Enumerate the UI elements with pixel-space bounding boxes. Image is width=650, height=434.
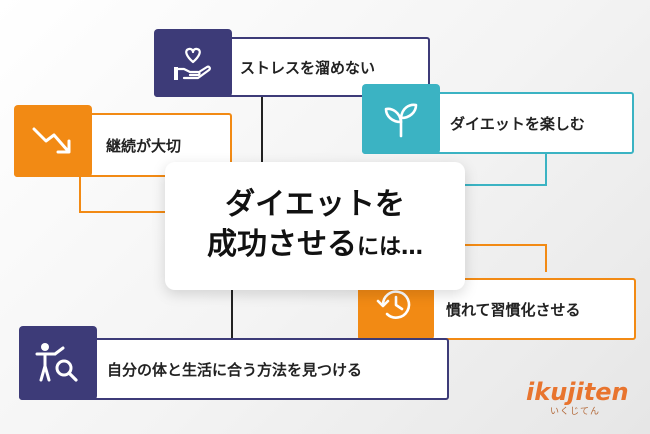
logo-kana: いくじてん [550,407,601,417]
central-topic: ダイエットを 成功させるには… [165,162,465,290]
person-search-icon [19,326,97,400]
heart-hand-icon [154,29,232,97]
central-topic-line1: ダイエットを [225,186,405,222]
sprout-icon [362,84,440,154]
central-topic-line2-main: 成功させる [206,226,357,262]
logo-wordmark: ikujiten [526,378,629,406]
node-enjoy-label: ダイエットを楽しむ [450,114,585,133]
central-topic-line2: 成功させるには… [207,225,423,268]
node-stress-label: ストレスを溜めない [240,58,376,77]
trend-down-arrow-icon [14,105,92,177]
central-topic-line2-suffix: には… [356,234,423,260]
ikujiten-logo: ikujiten いくじてん [526,380,636,426]
node-own-method-label: 自分の体と生活に合う方法を見つける [107,360,363,379]
node-habit-label: 慣れて習慣化させる [446,300,581,319]
node-continuity-label: 継続が大切 [106,136,182,155]
